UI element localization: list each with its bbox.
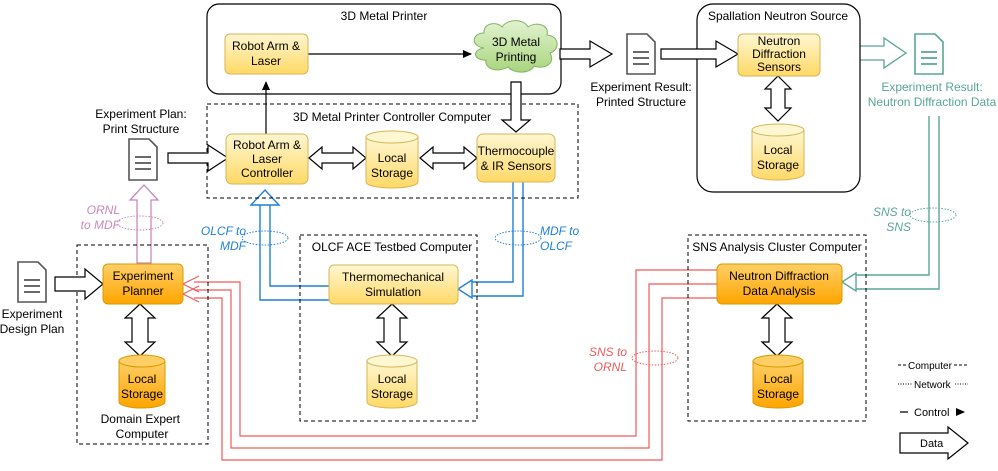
data-arrow-plan-to-controller — [167, 143, 230, 173]
flow-mdf-to-olcf — [456, 182, 524, 300]
document-label-printed-result: Experiment Result:Printed Structure — [590, 80, 691, 109]
container-sns-title: Spallation Neutron Source — [708, 9, 848, 23]
container-sns-analysis-cluster-title: SNS Analysis Cluster Computer — [692, 240, 861, 254]
legend-data: Data — [920, 438, 944, 450]
container-olcf-testbed — [299, 234, 478, 422]
document-icon-neutron-result — [914, 33, 944, 75]
data-arrow-design-to-planner — [54, 267, 104, 301]
document-label-neutron-result: Experiment Result:Neutron Diffraction Da… — [868, 80, 997, 109]
legend-control: Control — [914, 407, 949, 419]
container-olcf-testbed-title: OLCF ACE Testbed Computer — [312, 240, 473, 254]
container-3d-metal-printer-title: 3D Metal Printer — [341, 9, 428, 23]
data-arrow-planner-to-plan — [128, 184, 160, 264]
network-ellipses — [116, 207, 957, 366]
data-arrow-printing-to-sensors — [500, 81, 532, 133]
document-icon-design-plan — [17, 261, 47, 303]
data-arrow-planner-storage — [123, 303, 157, 357]
document-icon-plan — [128, 138, 158, 181]
data-arrow-controller-storage — [308, 145, 367, 171]
document-label-plan: Experiment Plan:Print Structure — [95, 107, 186, 136]
data-arrow-printing-to-result — [559, 39, 614, 69]
container-domain-expert-title: Domain Expert Computer — [101, 412, 184, 441]
node-thermocouple-ir-sensors: Thermocouple& IR Sensors — [476, 133, 556, 183]
flow-sns-to-sns — [840, 116, 940, 293]
data-arrow-result-to-sensors — [660, 39, 740, 69]
document-icon-printed-result — [626, 33, 656, 75]
legend-computer: Computer — [908, 361, 953, 372]
container-domain-expert — [76, 244, 209, 445]
svg-text:Thermocouple& IR Sensors: Thermocouple& IR Sensors — [478, 144, 555, 173]
data-arrow-sensors-storage — [763, 75, 793, 122]
legend: Computer Network Control Data — [898, 361, 968, 450]
container-controller-computer — [206, 103, 579, 199]
container-controller-computer-title: 3D Metal Printer Controller Computer — [293, 110, 491, 124]
data-arrow-analysis-storage — [760, 303, 794, 357]
data-arrow-storage-thermocouple — [419, 145, 478, 171]
svg-text:Robot Arm &Laser: Robot Arm &Laser — [232, 39, 300, 68]
node-robot-arm-laser: Robot Arm &Laser — [224, 33, 309, 75]
legend-network: Network — [914, 380, 952, 391]
data-arrow-simulation-storage — [375, 303, 409, 357]
